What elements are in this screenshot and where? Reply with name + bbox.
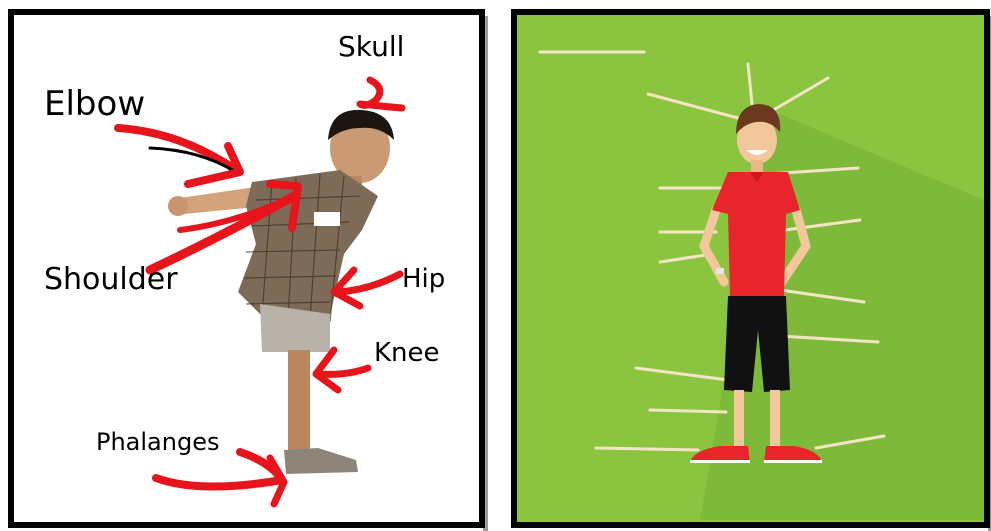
right-panel-drawing (0, 0, 991, 531)
